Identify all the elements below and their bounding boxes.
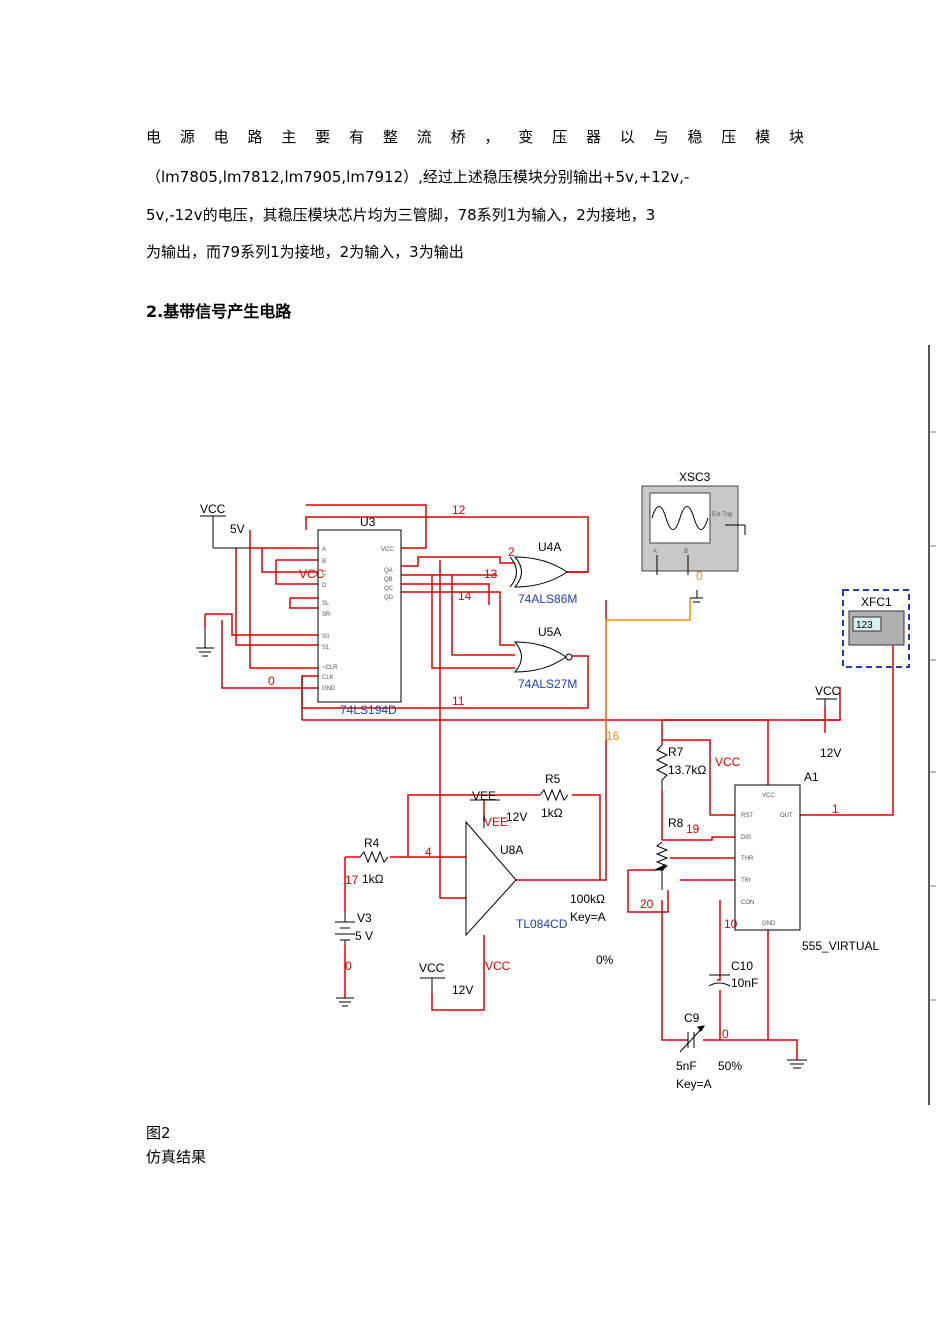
c9-value: 5nF	[676, 1059, 697, 1073]
paragraph-line-2: （lm7805,lm7812,lm7905,lm7912）,经过上述稳压模块分别…	[146, 168, 690, 186]
net-label: 20	[640, 897, 654, 911]
r4-label: R4	[364, 836, 380, 850]
svg-text:GND: GND	[322, 686, 336, 692]
r4-value: 1kΩ	[362, 872, 384, 886]
u3-label: U3	[360, 515, 376, 529]
pot-key: Key=A	[570, 910, 606, 924]
u3-part-label: 74LS194D	[340, 703, 397, 717]
svg-text:SL: SL	[322, 601, 330, 607]
net-label: 14	[458, 589, 472, 603]
net-label: 4	[425, 845, 432, 859]
result-caption: 仿真结果	[146, 1148, 207, 1166]
svg-text:QD: QD	[384, 595, 394, 601]
svg-text:S0: S0	[322, 634, 330, 640]
v12-right-label: 12V	[820, 746, 841, 760]
paragraph-line-4: 为输出，而79系列1为接地，2为输入，3为输出	[146, 243, 464, 261]
net-label: 11	[452, 694, 465, 708]
v5-label: 5V	[230, 522, 245, 536]
svg-text:OUT: OUT	[780, 813, 793, 819]
svg-text:C: C	[322, 571, 327, 577]
c9-label: C9	[684, 1011, 700, 1025]
r7-label: R7	[668, 745, 684, 759]
svg-text:S1: S1	[322, 645, 330, 651]
xfc-label: XFC1	[861, 595, 892, 609]
svg-text:A: A	[653, 549, 657, 555]
pot-value: 100kΩ	[570, 892, 605, 906]
v3-value: 5 V	[355, 929, 373, 943]
svg-text:QA: QA	[384, 568, 393, 574]
net-label: 10	[724, 917, 738, 931]
c10-label: C10	[731, 959, 753, 973]
svg-text:TRI: TRI	[741, 878, 751, 884]
svg-text:~CLR: ~CLR	[322, 665, 338, 671]
svg-text:QC: QC	[384, 586, 394, 592]
v12-bottom-label: 12V	[452, 983, 473, 997]
svg-text:D: D	[322, 583, 327, 589]
svg-text:VCC: VCC	[762, 793, 775, 799]
svg-text:QB: QB	[384, 577, 393, 583]
r5-label: R5	[545, 772, 561, 786]
svg-text:RST: RST	[741, 813, 753, 819]
net-16-wire	[605, 598, 691, 740]
net-label: 12	[452, 503, 466, 517]
net-label: 17	[345, 873, 359, 887]
svg-text:VCC: VCC	[381, 547, 394, 553]
u5-label: U5A	[538, 625, 561, 639]
u8-label: U8A	[500, 843, 523, 857]
a1-label: A1	[804, 770, 819, 784]
c10-value: 10nF	[731, 976, 758, 990]
r7-vcc-label: VCC	[715, 755, 741, 769]
paragraph-line-1: 电 源 电 路 主 要 有 整 流 桥 ， 变 压 器 以 与 稳 压 模 块	[146, 128, 806, 146]
section-heading: 2.基带信号产生电路	[146, 302, 292, 321]
net-label: 19	[686, 822, 700, 836]
vee-label: VEE	[472, 789, 496, 803]
net-label: 2	[508, 545, 515, 559]
xsc-label: XSC3	[679, 470, 711, 484]
r8-percent: 0%	[596, 953, 614, 967]
svg-text:SR: SR	[322, 612, 331, 618]
xfc-display: 123	[856, 620, 873, 631]
v3-label: V3	[357, 911, 372, 925]
svg-text:B: B	[684, 549, 688, 555]
c9-key: Key=A	[676, 1077, 712, 1091]
svg-text:THR: THR	[741, 856, 754, 862]
u5-part-label: 74ALS27M	[518, 677, 577, 691]
vcc-label-left: VCC	[200, 502, 226, 516]
u3-vcc-label: VCC	[299, 567, 325, 581]
svg-text:CON: CON	[741, 900, 754, 906]
net-label: 1	[832, 802, 839, 816]
net-label: 0	[696, 569, 703, 583]
vcc-bottom-label: VCC	[419, 961, 445, 975]
svg-text:B: B	[322, 559, 326, 565]
wires	[204, 504, 894, 1060]
u8-part-label: TL084CD	[516, 917, 568, 931]
r5-value: 1kΩ	[541, 806, 563, 820]
figure-caption: 图2	[146, 1124, 171, 1142]
net-label: 0	[722, 1027, 729, 1041]
net-label: 13	[484, 567, 498, 581]
vcc-bottom-red-label: VCC	[485, 959, 511, 973]
svg-text:CLK: CLK	[322, 675, 334, 681]
c9-percent: 50%	[718, 1059, 742, 1073]
vee-red-label: VEE	[484, 815, 508, 829]
r8-label: R8	[668, 816, 684, 830]
svg-text:GND: GND	[762, 921, 776, 927]
u4-part-label: 74ALS86M	[518, 592, 577, 606]
svg-text:A: A	[322, 547, 326, 553]
svg-text:Ext Trig: Ext Trig	[712, 512, 732, 518]
net-label: 16	[606, 729, 620, 743]
u4-label: U4A	[538, 540, 561, 554]
a1-part-label: 555_VIRTUAL	[802, 939, 879, 953]
paragraph-line-3: 5v,-12v的电压，其稳压模块芯片均为三管脚，78系列1为输入，2为接地，3	[146, 206, 656, 224]
net-label: 0	[268, 674, 275, 688]
vee-value: -12V	[502, 810, 527, 824]
svg-text:DIS: DIS	[741, 835, 751, 841]
vcc-right-label: VCC	[815, 684, 841, 698]
net-label: 0	[345, 959, 352, 973]
r7-value: 13.7kΩ	[668, 763, 706, 777]
